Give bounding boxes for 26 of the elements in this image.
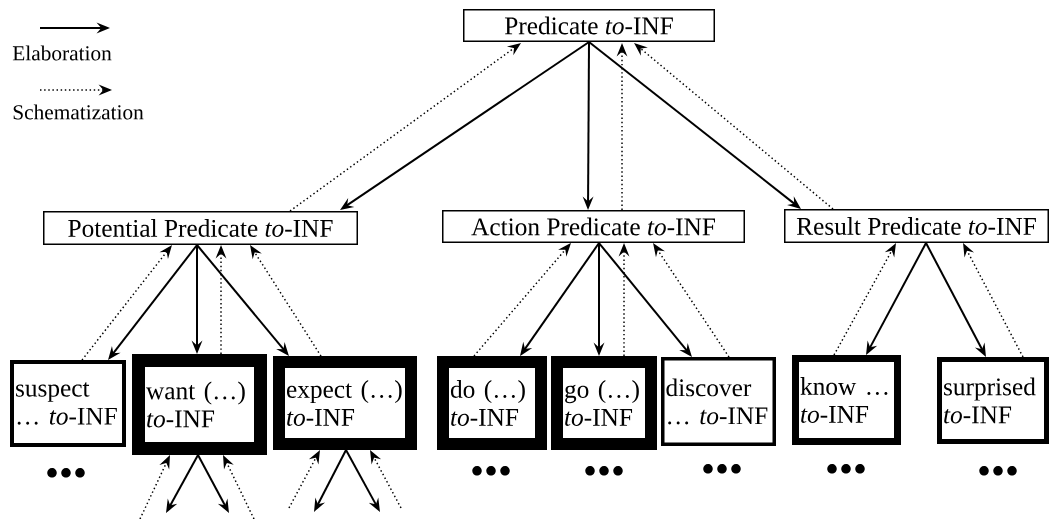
verb-box: discover … to-INF	[661, 357, 776, 446]
legend-label: Schematization	[13, 104, 144, 120]
category-box: Action Predicate to-INF	[442, 210, 745, 243]
ellipsis-dots: •••	[979, 466, 1017, 476]
legend-label: Elaboration	[12, 45, 112, 61]
ellipsis-dots: •••	[47, 468, 85, 478]
ellipsis-dots: •••	[585, 466, 623, 476]
schematization-arrow	[634, 43, 834, 210]
schematization-arrow	[653, 243, 730, 358]
schematization-arrow	[81, 245, 172, 361]
category-box: Potential Predicate to-INF	[43, 211, 358, 245]
verb-box: expect (…) to-INF	[273, 356, 417, 450]
category-box: Predicate to-INF	[463, 9, 715, 42]
verb-box: do (…) to-INF	[437, 356, 547, 450]
ellipsis-dots: •••	[827, 464, 865, 474]
ellipsis-dots: •••	[472, 466, 510, 476]
verb-box: go (…) to-INF	[551, 356, 657, 450]
schematization-arrow	[289, 43, 521, 212]
verb-box: want (…) to-INF	[132, 354, 267, 455]
category-box: Result Predicate to-INF	[784, 209, 1049, 243]
schematization-arrow	[250, 245, 322, 357]
ellipsis-dots: •••	[703, 464, 741, 474]
verb-box: suspect … to-INF	[10, 360, 126, 447]
verb-box: know … to-INF	[792, 355, 901, 445]
verb-box: surprised to-INF	[937, 357, 1049, 444]
schematization-arrow	[473, 243, 571, 357]
